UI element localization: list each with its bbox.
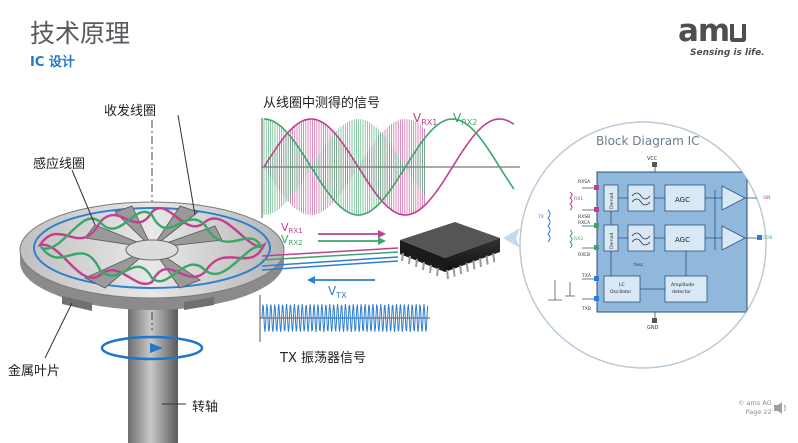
signal-chart-title: 从线圈中测得的信号 [263,96,381,111]
tx-oscillator-waveform [259,295,430,342]
logo-tagline: Sensing is life. [690,48,765,58]
coil-lead-2 [261,251,399,261]
pin-rxsa: RXSA [578,179,591,185]
copyright-line-1: © ams AG [738,399,772,407]
rotation-arrowhead [150,343,163,353]
transmit-coil-leader [177,114,196,216]
block-diagram-title: Block Diagram IC [596,134,700,148]
zoom-arrow [503,228,520,248]
rotation-arrow [100,335,204,361]
sin-label: SIN [763,195,771,201]
tx-coil-symbol [547,209,551,243]
amp-det-label-1: Amplitude [671,282,694,288]
chip-pin [436,267,439,277]
chip-pin [492,253,496,263]
chip-pin [472,260,476,270]
vrx1-arrow-label: VRX1 [281,221,303,235]
pin-txb: TXB [581,306,591,312]
metal-blade-leader [44,302,73,359]
vcc-label: VCC [647,156,658,162]
logo-mark-text: am [678,13,730,49]
vrx1-arrowhead [378,230,386,238]
agc-label-2: AGC [675,236,690,244]
pin-rxsb: RXSB [578,214,590,220]
lc-osc-label-2: Oscillator [610,289,631,295]
agc-label-1: AGC [675,196,690,204]
chip-pin [485,255,489,265]
rotor-disc [19,201,285,311]
pin-txa: TXA [581,273,592,279]
demod-label-1: Demod [609,193,615,209]
chip-pin [415,258,418,268]
pin-rxca: RXCA [578,220,591,226]
chip-ic [400,222,500,280]
fosc-label: fosc [634,262,644,268]
signal-waveform-chart [261,118,520,218]
page-title: 技术原理 [30,19,131,48]
coil-lead-4 [261,260,399,271]
sensor-coil-leader [71,169,96,226]
chip-pin [446,269,449,280]
demod-label-2: Demod [609,233,615,249]
block-diagram-inset: Block Diagram IC VCC GND RXSA RX1 RXSB R… [503,121,773,369]
shaft [128,300,178,443]
agc-box-1 [664,184,706,212]
sensor-coil-label: 感应线圈 [33,157,86,172]
chip-pin [422,261,425,271]
chip-pin [429,264,432,274]
chip-pin [452,267,456,277]
vrx2-label: VRX2 [453,111,477,127]
chip-pin [401,252,404,262]
tx-coil-label: TX [537,214,544,220]
page-subtitle: IC 设计 [30,55,75,70]
chip-pin [459,265,463,275]
chip-pin [408,255,411,265]
shaft-label: 转轴 [192,400,219,415]
amplitude-detector-box [664,275,708,303]
transmit-coil-label: 收发线圈 [104,104,157,119]
amp-det-label-2: detector [672,289,691,295]
lc-osc-label-1: LC [619,282,625,288]
chip-pin [479,257,482,268]
rx2-coil-symbol [569,229,573,249]
vrx1-label: VRX1 [413,111,437,127]
logo-mark-graphic [730,24,747,42]
lc-oscillator-box [603,275,641,303]
pin-rx2: RX2 [574,236,583,242]
gnd-label: GND [647,325,659,331]
rx1-coil-symbol [569,191,573,211]
speaker-icon [774,402,786,414]
ams-logo: am [678,13,747,49]
vtx-label: VTX [328,284,347,300]
tx-oscillator-label: TX 振荡器信号 [280,351,366,366]
coil-lead-1 [261,247,399,257]
metal-blade-label: 金属叶片 [8,364,61,379]
vrx2-arrow-label: VRX2 [281,233,303,247]
filter-box-1 [627,184,655,212]
vtx-arrowhead [307,276,315,284]
copyright: © ams AG Page 22 [738,399,772,417]
chip-pin [465,262,469,272]
vrx2-arrowhead [378,237,386,245]
pin-rx1: RX1 [574,196,583,202]
filter-box-2 [627,224,655,252]
page-number: Page 22 [745,408,772,416]
pin-rxcb: RXCB [578,252,590,258]
cos-label: COS [763,235,773,241]
coil-lead-3 [261,256,399,267]
